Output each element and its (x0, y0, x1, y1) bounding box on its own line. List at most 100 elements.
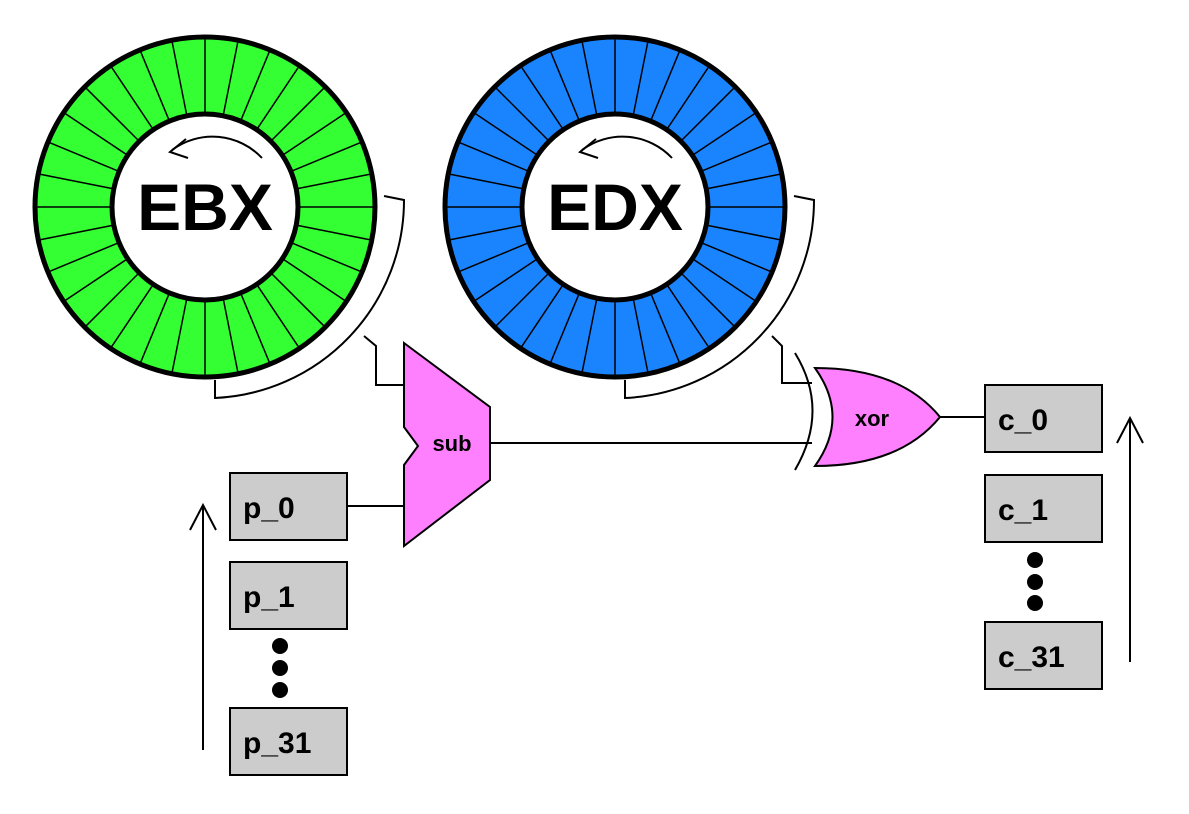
ring-segment-divider (549, 49, 581, 122)
ring-segment-divider (38, 224, 114, 241)
ring-segment-divider (494, 272, 550, 328)
ring-segment-divider (706, 173, 782, 190)
ring-segment-divider (171, 298, 188, 374)
ebx-register: EBX (32, 34, 378, 380)
ring-segment-divider (47, 241, 120, 273)
c1-box (984, 474, 1103, 543)
ring-segment-divider (691, 258, 757, 303)
c0-label: c_0 (998, 404, 1048, 437)
ring-segment-divider (84, 272, 140, 328)
sub-gate-label: sub (432, 431, 471, 456)
ring-segment-divider (109, 283, 154, 349)
ring-segment-divider (84, 86, 140, 142)
c31-box (984, 621, 1103, 690)
ring-segment-divider (666, 283, 711, 349)
ellipsis-dot (1027, 552, 1043, 568)
plaintext-stack: p_0 p_1 p_31 (189, 472, 348, 776)
p31-label: p_31 (243, 727, 311, 760)
ciphertext-arrowhead-icon (1116, 415, 1144, 444)
ring-segment-divider (700, 141, 773, 173)
ring-segment-divider (581, 40, 598, 116)
ebx-tap-bracket (214, 195, 406, 400)
edx-to-xor-wire (771, 335, 812, 384)
edx-label: EDX (547, 170, 683, 244)
ellipsis-dot (272, 638, 288, 654)
ebx-to-sub-wire (363, 335, 405, 386)
ring-segment-divider (457, 241, 530, 273)
ring-segment-divider (296, 224, 372, 241)
ciphertext-stack: c_0 c_1 c_31 (984, 384, 1144, 690)
ring-segment-divider (239, 292, 271, 365)
plaintext-arrowhead-icon (189, 502, 217, 531)
ring-segment-divider (706, 224, 782, 241)
ring-segment-divider (691, 111, 757, 156)
ring-segment-divider (281, 258, 347, 303)
ring-segment-divider (448, 224, 524, 241)
ring-segment-divider (270, 272, 326, 328)
sub-gate: sub (403, 341, 491, 549)
ring-segment-divider (139, 49, 171, 122)
c0-box (984, 384, 1103, 453)
ring-segment-divider (700, 241, 773, 273)
ring-segment-divider (63, 111, 129, 156)
ring-segment-divider (519, 283, 564, 349)
ellipsis-dot (1027, 574, 1043, 590)
ring-segment-divider (47, 141, 120, 173)
ellipsis-dot (1027, 595, 1043, 611)
p31-box (229, 707, 348, 776)
ring-segment-divider (139, 292, 171, 365)
ring-segment-divider (222, 40, 239, 116)
ring-segment-divider (256, 283, 301, 349)
ring-segment-divider (290, 141, 363, 173)
xor-gate-label: xor (855, 406, 890, 431)
ring-segment-divider (109, 65, 154, 131)
ring-segment-divider (649, 292, 681, 365)
ring-segment-divider (473, 258, 539, 303)
ring-segment-divider (519, 65, 564, 131)
edx-tap-bracket (624, 195, 816, 400)
p0-box (229, 472, 348, 541)
ring-segment-divider (222, 298, 239, 374)
edx-register: EDX (442, 34, 788, 380)
xor-input-curve (794, 352, 814, 471)
ring-segment-divider (63, 258, 129, 303)
p1-label: p_1 (243, 581, 295, 614)
edx-ring-segments (445, 37, 785, 377)
ring-segment-divider (632, 40, 649, 116)
ring-segment-divider (171, 40, 188, 116)
ring-segment-divider (457, 141, 530, 173)
ring-segment-divider (290, 241, 363, 273)
ebx-rotate-arrowhead-icon (167, 138, 189, 159)
ring-segment-divider (494, 86, 550, 142)
xor-gate-shape (813, 366, 942, 468)
ebx-ring-inner (109, 111, 301, 303)
c1-label: c_1 (998, 494, 1048, 527)
ebx-rotate-arrow-icon (171, 135, 263, 159)
ring-segment-divider (270, 86, 326, 142)
ring-segment-divider (680, 86, 736, 142)
ring-segment-divider (666, 65, 711, 131)
ellipsis-dot (272, 682, 288, 698)
edx-rotate-arrow-icon (581, 135, 673, 159)
ring-segment-divider (448, 173, 524, 190)
edx-ring-inner (519, 111, 711, 303)
ring-segment-divider (581, 298, 598, 374)
edx-rotate-arrowhead-icon (577, 138, 599, 159)
ring-segment-divider (549, 292, 581, 365)
ring-segment-divider (239, 49, 271, 122)
ebx-label: EBX (137, 170, 273, 244)
ring-segment-divider (296, 173, 372, 190)
ring-segment-divider (632, 298, 649, 374)
ring-segment-divider (256, 65, 301, 131)
ring-segment-divider (649, 49, 681, 122)
sub-gate-shape (403, 341, 491, 549)
ring-segment-divider (38, 173, 114, 190)
ring-segment-divider (281, 111, 347, 156)
xor-gate: xor (794, 352, 942, 471)
ellipsis-dot (272, 660, 288, 676)
ring-segment-divider (473, 111, 539, 156)
ebx-ring-segments (35, 37, 375, 377)
ring-segment-divider (680, 272, 736, 328)
p1-box (229, 561, 348, 630)
